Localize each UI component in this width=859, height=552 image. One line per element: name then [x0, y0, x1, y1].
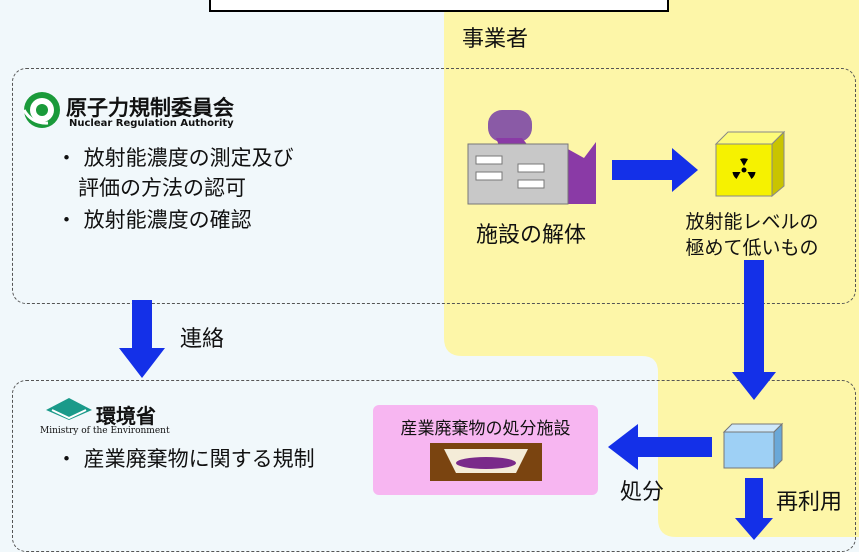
dismantle-arrow — [612, 148, 698, 192]
moe-logo-name-en: Ministry of the Environment — [40, 426, 170, 436]
disposal-label: 処分 — [620, 480, 665, 505]
operator-label: 事業者 — [462, 27, 529, 52]
nra-bullet-1: ・ 放射能濃度の測定及び — [56, 146, 294, 170]
low-level-label-1: 放射能レベルの — [685, 211, 819, 233]
radioactive-cube-icon — [714, 130, 786, 198]
nra-bullet-1-cont: 評価の方法の認可 — [78, 176, 246, 200]
clearance-arrow — [732, 260, 776, 400]
reuse-label: 再利用 — [776, 490, 843, 515]
liaison-arrow — [119, 300, 165, 378]
nra-bullet-2: ・ 放射能濃度の確認 — [56, 208, 252, 232]
title-box — [209, 0, 669, 12]
reuse-arrow — [735, 478, 773, 540]
nuclear-facility-icon — [467, 110, 596, 205]
moe-logo-name-ja: 環境省 — [96, 404, 156, 428]
disposal-arrow — [608, 424, 712, 470]
nra-section — [12, 68, 856, 304]
low-level-label-2: 極めて低いもの — [685, 237, 819, 259]
landfill-icon — [430, 443, 542, 481]
moe-logo-icon — [46, 398, 92, 420]
disposal-facility-label: 産業廃棄物の処分施設 — [400, 419, 571, 439]
nra-logo-icon — [22, 92, 60, 128]
liaison-label: 連絡 — [180, 327, 225, 352]
moe-bullet: ・ 産業廃棄物に関する規制 — [56, 447, 315, 471]
cleared-cube-icon — [722, 422, 784, 470]
nra-logo-name-en: Nuclear Regulation Authority — [69, 118, 234, 129]
facility-label: 施設の解体 — [476, 223, 587, 248]
nra-logo-name-ja: 原子力規制委員会 — [66, 96, 234, 120]
